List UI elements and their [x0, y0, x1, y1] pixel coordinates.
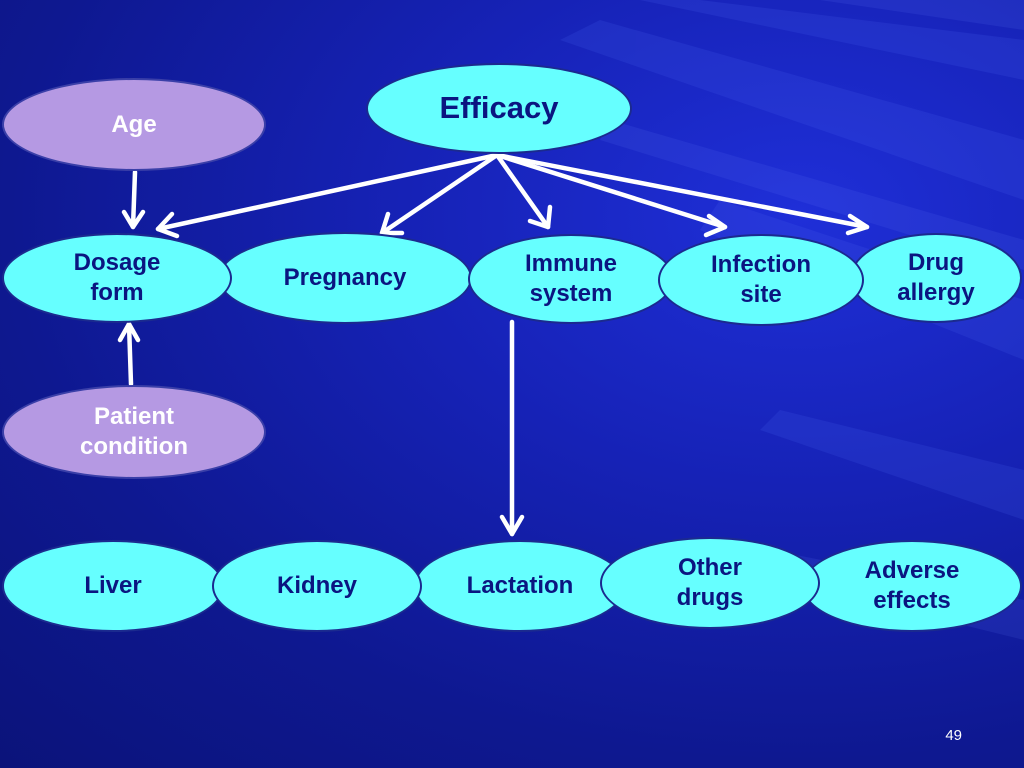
arrow-age-to-dosage-form: [130, 169, 138, 230]
arrowhead-infection-site: [703, 213, 728, 238]
node-kidney: Kidney: [212, 540, 422, 632]
node-immune-system: Immune system: [468, 234, 674, 324]
arrow-efficacy-to-pregnancy: [379, 152, 500, 236]
node-drug-allergy: Drug allergy: [850, 233, 1022, 323]
arrowhead-lactation: [499, 514, 525, 537]
arrow-efficacy-to-drug-allergy: [494, 152, 870, 230]
arrowhead-immune-system: [527, 204, 553, 230]
arrow-patient-condition-to-dosage-form: [126, 321, 134, 387]
arrowhead-patient-condition: [117, 321, 141, 343]
node-pregnancy: Pregnancy: [218, 232, 472, 324]
page-number: 49: [945, 727, 962, 744]
arrow-efficacy-to-immune-system: [494, 152, 551, 230]
node-efficacy: Efficacy: [366, 63, 632, 154]
node-liver: Liver: [2, 540, 224, 632]
arrowhead-drug-allergy: [845, 213, 870, 236]
node-dosage-form: Dosage form: [2, 233, 232, 323]
node-infection-site: Infection site: [658, 234, 864, 326]
node-lactation: Lactation: [414, 540, 626, 632]
arrow-efficacy-to-dosage-form: [155, 152, 500, 232]
node-age: Age: [2, 78, 266, 171]
node-adverse-effects: Adverse effects: [802, 540, 1022, 632]
arrowhead-dosage-form: [155, 211, 180, 239]
node-other-drugs: Other drugs: [600, 537, 820, 629]
arrowhead-age: [121, 209, 146, 230]
arrow-efficacy-to-infection-site: [494, 152, 728, 230]
node-patient-condition: Patient condition: [2, 385, 266, 479]
